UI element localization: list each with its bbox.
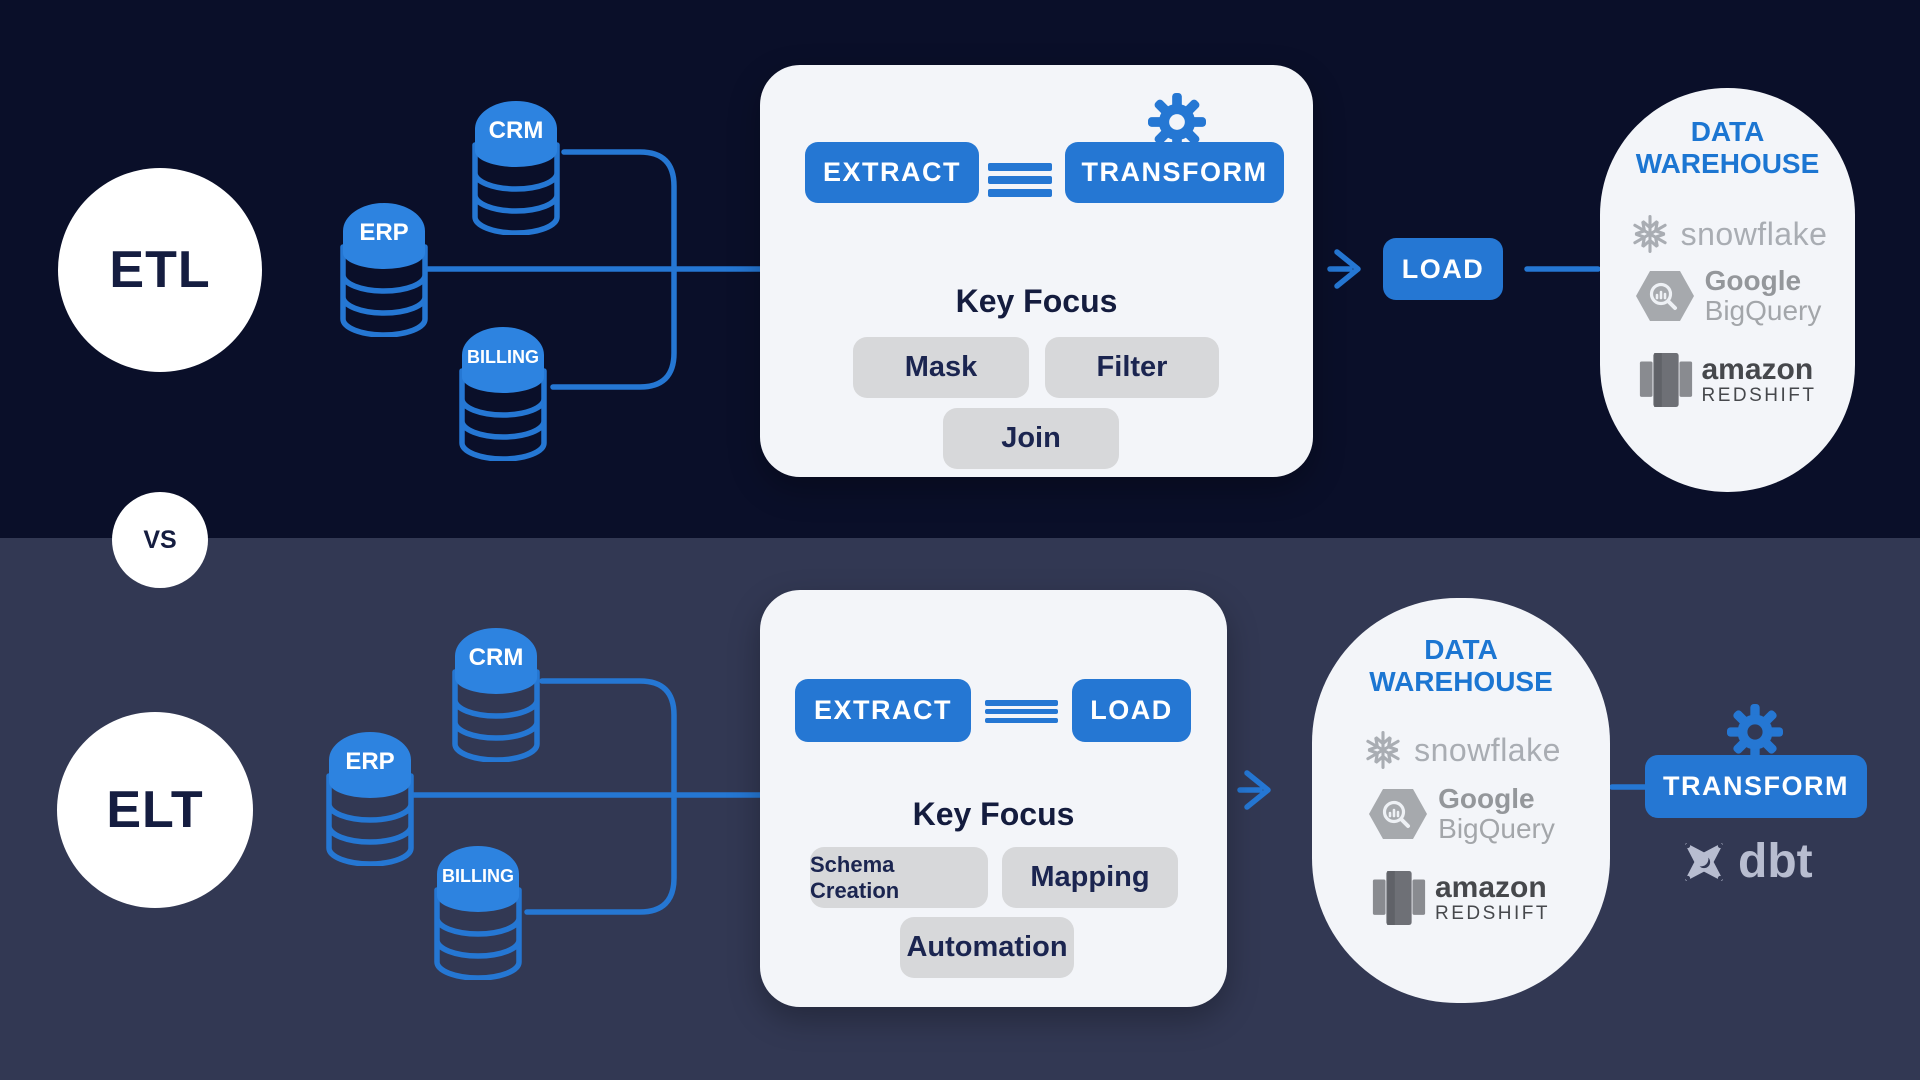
database-icon: BILLING: [430, 840, 526, 981]
redshift-database-icon: [1639, 353, 1692, 407]
key-focus-chip: Join: [943, 408, 1119, 469]
transform-step-button: TRANSFORM: [1645, 755, 1867, 818]
amazon-redshift-logo: amazon REDSHIFT: [1600, 348, 1855, 412]
etl-pipeline-card: EXTRACT TRANSFORM Key Focus Mask Filter …: [760, 65, 1313, 477]
amazon-redshift-logo: amazon REDSHIFT: [1312, 866, 1610, 930]
redshift-database-icon: [1372, 871, 1426, 925]
source-label: CRM: [468, 644, 524, 671]
bigquery-hexagon-icon: [1635, 271, 1694, 322]
snowflake-icon: [1366, 731, 1400, 769]
key-focus-chip: Automation: [900, 917, 1074, 978]
transform-step-button: TRANSFORM: [1065, 142, 1284, 203]
snowflake-wordmark: snowflake: [1414, 731, 1561, 768]
pipe-bars-icon: [985, 700, 1058, 723]
vs-badge: VS: [112, 492, 208, 588]
key-focus-title: Key Focus: [955, 283, 1118, 319]
google-bigquery-logo: Google BigQuery: [1312, 783, 1610, 844]
elt-label-circle: ELT: [57, 712, 253, 908]
snowflake-logo: snowflake: [1600, 212, 1855, 256]
pipe-bars-icon: [988, 163, 1052, 197]
snowflake-logo: snowflake: [1312, 728, 1610, 772]
etl-data-warehouse: DATA WAREHOUSE snowflake: [1600, 88, 1855, 492]
database-icon: BILLING: [455, 321, 551, 462]
source-label: ERP: [359, 219, 409, 246]
key-focus-chip: Mapping: [1002, 847, 1178, 908]
dbt-icon: [1685, 843, 1723, 881]
elt-data-warehouse: DATA WAREHOUSE snowflake: [1312, 598, 1610, 1003]
google-bigquery-logo: Google BigQuery: [1600, 265, 1855, 326]
elt-label: ELT: [106, 781, 204, 839]
key-focus-title: Key Focus: [912, 796, 1075, 832]
bigquery-hexagon-icon: [1369, 789, 1428, 840]
load-step-button: LOAD: [1072, 679, 1191, 742]
dbt-logo: dbt: [1678, 836, 1813, 888]
snowflake-icon: [1632, 215, 1667, 253]
key-focus-chip: Mask: [853, 337, 1029, 398]
etl-label: ETL: [109, 241, 211, 299]
extract-step-button: EXTRACT: [795, 679, 971, 742]
elt-arrow-to-warehouse: [1237, 770, 1271, 810]
dbt-wordmark: dbt: [1738, 835, 1813, 888]
snowflake-wordmark: snowflake: [1680, 215, 1828, 252]
gear-icon: [1727, 704, 1783, 760]
etl-arrow-to-load: [1327, 249, 1361, 289]
key-focus-chip: Filter: [1045, 337, 1219, 398]
database-icon: CRM: [448, 622, 544, 763]
etl-label-circle: ETL: [58, 168, 262, 372]
elt-pipeline-card: EXTRACT LOAD Key Focus Schema Creation M…: [760, 590, 1227, 1007]
data-warehouse-title: DATA WAREHOUSE: [1369, 634, 1553, 698]
key-focus-chip: Schema Creation: [810, 847, 988, 908]
source-label: ERP: [345, 748, 395, 775]
data-warehouse-title: DATA WAREHOUSE: [1635, 116, 1820, 180]
extract-step-button: EXTRACT: [805, 142, 979, 203]
source-label: CRM: [488, 117, 544, 144]
load-step-button: LOAD: [1383, 238, 1503, 300]
source-label: BILLING: [467, 347, 539, 367]
database-icon: ERP: [322, 726, 418, 867]
database-icon: CRM: [468, 95, 564, 236]
database-icon: ERP: [336, 197, 432, 338]
source-label: BILLING: [442, 866, 514, 886]
